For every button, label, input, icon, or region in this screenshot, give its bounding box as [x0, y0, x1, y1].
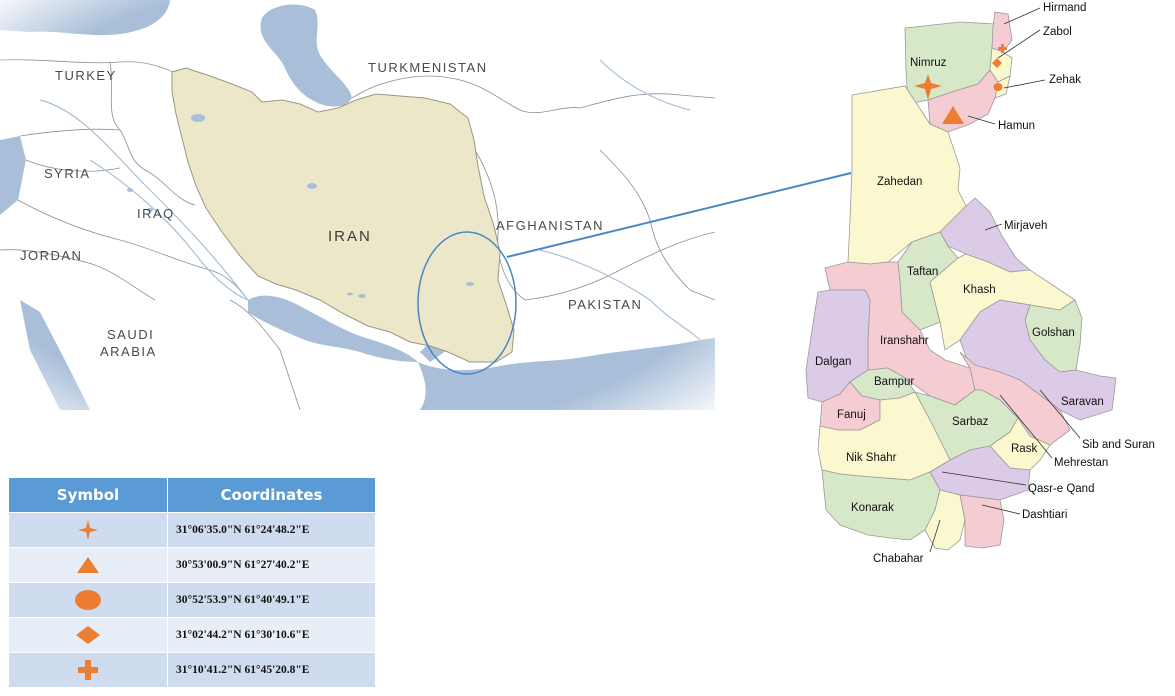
- county-label-iranshahr: Iranshahr: [880, 335, 929, 347]
- symbol-cell: [8, 652, 168, 688]
- country-label-turkmenistan: TURKMENISTAN: [368, 60, 488, 75]
- callout-label-hirmand: Hirmand: [1043, 2, 1086, 14]
- province-map: [805, 11, 1117, 551]
- coordinates-cell: 31°06'35.0"N 61°24'48.2"E: [167, 512, 376, 548]
- callout-label-dashtiari: Dashtiari: [1022, 509, 1067, 521]
- county-label-bampur: Bampur: [874, 376, 914, 388]
- column-header-symbol: Symbol: [8, 477, 168, 513]
- callout-labels: Hirmand Zabol Zehak Hamun Mirjaveh Sib a…: [998, 2, 1155, 521]
- county-labels: Nimruz Zahedan Taftan Khash Golshan Iran…: [815, 57, 1104, 565]
- county-label-golshan: Golshan: [1032, 327, 1075, 339]
- country-label-arabia: ARABIA: [100, 344, 157, 359]
- coordinates-cell: 30°52'53.9"N 61°40'49.1"E: [167, 582, 376, 618]
- symbol-cell: [8, 547, 168, 583]
- county-label-nik-shahr: Nik Shahr: [846, 452, 897, 464]
- callout-label-zehak: Zehak: [1049, 74, 1081, 86]
- site-marker-star: [914, 74, 942, 100]
- county-label-konarak: Konarak: [851, 502, 894, 514]
- country-label-iraq: IRAQ: [137, 206, 175, 221]
- county-label-khash: Khash: [963, 284, 996, 296]
- symbol-coordinates-table: Symbol Coordinates 31°06'35.0"N 61°24'48…: [8, 477, 376, 688]
- callout-label-qasr-e-qand: Qasr-e Qand: [1028, 483, 1094, 495]
- column-header-coordinates: Coordinates: [167, 477, 376, 513]
- county-dashtiari: [959, 494, 1005, 549]
- coordinates-cell: 31°02'44.2"N 61°30'10.6"E: [167, 617, 376, 653]
- overview-map: TURKEY TURKMENISTAN SYRIA IRAQ IRAN AFGH…: [0, 0, 715, 410]
- callout-label-mirjaveh: Mirjaveh: [1004, 220, 1047, 232]
- country-labels: TURKEY TURKMENISTAN SYRIA IRAQ IRAN AFGH…: [20, 60, 642, 359]
- table-row: 30°52'53.9"N 61°40'49.1"E: [8, 582, 376, 618]
- callout-label-sib-and-suran: Sib and Suran: [1082, 439, 1155, 451]
- table-row: 30°53'00.9"N 61°27'40.2"E: [8, 547, 376, 583]
- map-vignette: [0, 0, 715, 410]
- symbol-cell: [8, 512, 168, 548]
- ellipse-icon: [75, 590, 101, 610]
- callout-connector-line: [506, 172, 852, 258]
- triangle-icon: [77, 557, 99, 573]
- county-label-zahedan: Zahedan: [877, 176, 922, 188]
- callout-label-zabol: Zabol: [1043, 26, 1072, 38]
- country-label-iran: IRAN: [328, 228, 372, 245]
- table-header-row: Symbol Coordinates: [8, 477, 376, 513]
- callout-label-mehrestan: Mehrestan: [1054, 457, 1108, 469]
- county-label-rask: Rask: [1011, 443, 1037, 455]
- country-label-syria: SYRIA: [44, 166, 91, 181]
- county-label-sarbaz: Sarbaz: [952, 416, 989, 428]
- star-icon: [78, 520, 98, 540]
- county-label-chabahar: Chabahar: [873, 553, 924, 565]
- symbol-cell: [8, 617, 168, 653]
- country-label-afghanistan: AFGHANISTAN: [496, 218, 604, 233]
- diamond-icon: [76, 626, 100, 644]
- site-marker-triangle: [942, 106, 964, 124]
- country-label-saudi: SAUDI: [107, 327, 154, 342]
- callout-leader-lines: [929, 7, 1081, 553]
- region-highlight-ellipse: [417, 231, 517, 375]
- table-row: 31°06'35.0"N 61°24'48.2"E: [8, 512, 376, 548]
- site-marker-ellipse: [993, 83, 1003, 91]
- symbol-cell: [8, 582, 168, 618]
- county-label-fanuj: Fanuj: [837, 409, 866, 421]
- county-label-taftan: Taftan: [907, 266, 938, 278]
- site-markers: [914, 44, 1007, 124]
- table-row: 31°02'44.2"N 61°30'10.6"E: [8, 617, 376, 653]
- cross-icon: [78, 660, 98, 680]
- coordinates-cell: 31°10'41.2"N 61°45'20.8"E: [167, 652, 376, 688]
- county-label-saravan: Saravan: [1061, 396, 1104, 408]
- country-label-turkey: TURKEY: [55, 68, 117, 83]
- country-label-pakistan: PAKISTAN: [568, 297, 642, 312]
- table-row: 31°10'41.2"N 61°45'20.8"E: [8, 652, 376, 688]
- site-marker-diamond: [992, 58, 1002, 68]
- county-label-dalgan: Dalgan: [815, 356, 851, 368]
- coordinates-cell: 30°53'00.9"N 61°27'40.2"E: [167, 547, 376, 583]
- county-label-nimruz: Nimruz: [910, 57, 947, 69]
- callout-label-hamun: Hamun: [998, 120, 1035, 132]
- site-marker-cross: [998, 44, 1007, 53]
- country-label-jordan: JORDAN: [20, 248, 82, 263]
